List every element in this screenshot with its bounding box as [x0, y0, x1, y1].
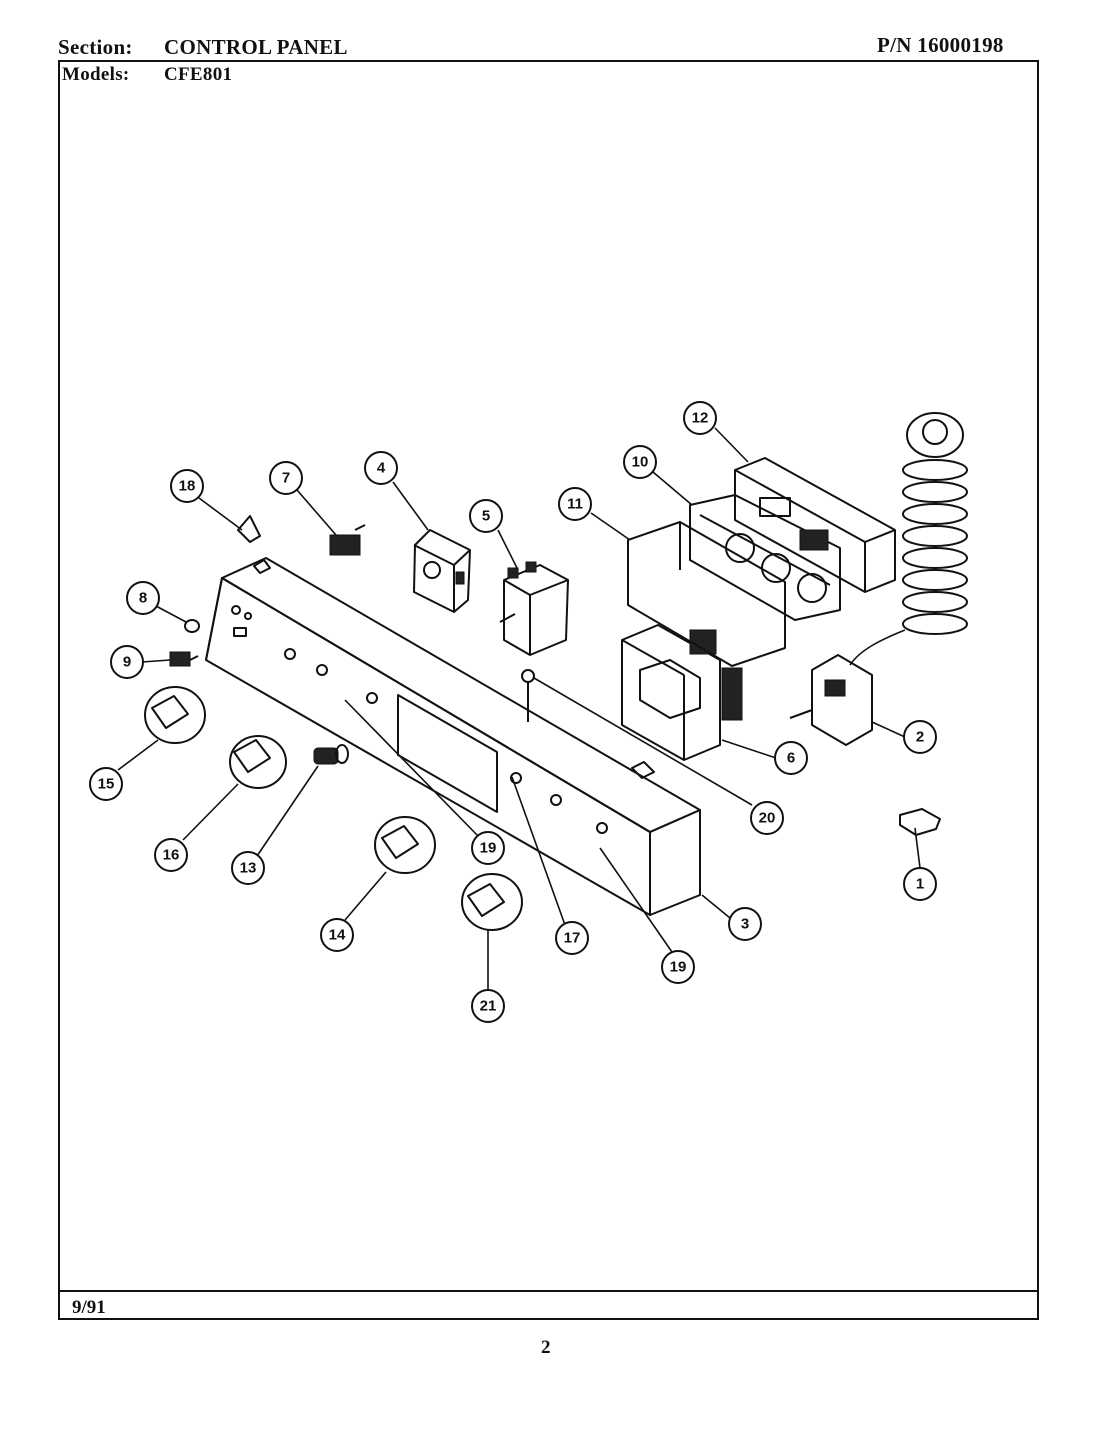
- page-frame: [58, 60, 1039, 1320]
- callout-14: 14: [320, 918, 354, 952]
- indicator-lens-part: [184, 619, 200, 633]
- revision-date: 9/91: [72, 1297, 106, 1318]
- knob-part-15: [144, 686, 206, 744]
- section-label: Section:: [58, 35, 133, 59]
- footer-divider: [58, 1290, 1039, 1292]
- knob-part-16: [229, 735, 287, 789]
- bracket-frame-part: [689, 494, 841, 621]
- callout-12-label: 12: [692, 410, 709, 427]
- section-title: CONTROL PANEL: [164, 35, 348, 59]
- callout-3: 3: [728, 907, 762, 941]
- models-label: Models:: [62, 64, 130, 85]
- push-button-part: [313, 744, 349, 765]
- clip-part: [237, 515, 261, 543]
- leader-lines: [117, 427, 921, 990]
- callout-18: 18: [170, 469, 204, 503]
- callout-12: 12: [683, 401, 717, 435]
- bracket-clip-part: [899, 808, 941, 836]
- callout-13: 13: [231, 851, 265, 885]
- callout-9: 9: [110, 645, 144, 679]
- callout-1: 1: [903, 867, 937, 901]
- callout-15-label: 15: [98, 776, 115, 793]
- callout-16-label: 16: [163, 847, 180, 864]
- callout-20: 20: [750, 801, 784, 835]
- knob-part-21: [461, 873, 523, 931]
- callout-4-label: 4: [377, 460, 386, 477]
- callout-13-label: 13: [240, 860, 257, 877]
- callout-20-label: 20: [759, 810, 776, 827]
- callout-19-upper: 19: [471, 831, 505, 865]
- callout-17: 17: [555, 921, 589, 955]
- callout-5: 5: [469, 499, 503, 533]
- callout-11: 11: [558, 487, 592, 521]
- callout-8-label: 8: [139, 590, 147, 607]
- callout-7: 7: [269, 461, 303, 495]
- callout-4: 4: [364, 451, 398, 485]
- relay-part: [329, 524, 366, 556]
- thermostat-part: [789, 412, 968, 746]
- callout-19-lower: 19: [661, 950, 695, 984]
- callout-21: 21: [471, 989, 505, 1023]
- callout-11-label: 11: [567, 496, 583, 513]
- knob-part-14: [374, 816, 436, 874]
- window-glass-part: [627, 521, 786, 667]
- switch-block-part: [413, 529, 471, 613]
- part-number: P/N 16000198: [877, 33, 1004, 57]
- callout-6-label: 6: [787, 750, 795, 767]
- callout-9-label: 9: [123, 654, 131, 671]
- clock-housing-part: [734, 457, 896, 593]
- callout-3-label: 3: [741, 916, 749, 933]
- page-number: 2: [541, 1337, 551, 1358]
- callout-2: 2: [903, 720, 937, 754]
- selector-switch-part: [621, 624, 743, 761]
- callout-1-label: 1: [916, 876, 924, 893]
- infinite-switch-part: [499, 561, 569, 656]
- control-panel-housing: [205, 557, 701, 916]
- callout-7-label: 7: [282, 470, 290, 487]
- callout-6: 6: [774, 741, 808, 775]
- callout-5-label: 5: [482, 508, 490, 525]
- callout-16: 16: [154, 838, 188, 872]
- callout-19-lower-label: 19: [670, 959, 687, 976]
- callout-15: 15: [89, 767, 123, 801]
- callout-14-label: 14: [329, 927, 346, 944]
- signal-light-part: [169, 651, 199, 667]
- callout-21-label: 21: [480, 998, 497, 1015]
- callout-18-label: 18: [179, 478, 196, 495]
- callout-10: 10: [623, 445, 657, 479]
- screw-part: [521, 669, 535, 722]
- callout-2-label: 2: [916, 729, 924, 746]
- callout-17-label: 17: [564, 930, 581, 947]
- models-value: CFE801: [164, 64, 233, 85]
- callout-10-label: 10: [632, 454, 649, 471]
- callout-19-upper-label: 19: [480, 840, 497, 857]
- callout-8: 8: [126, 581, 160, 615]
